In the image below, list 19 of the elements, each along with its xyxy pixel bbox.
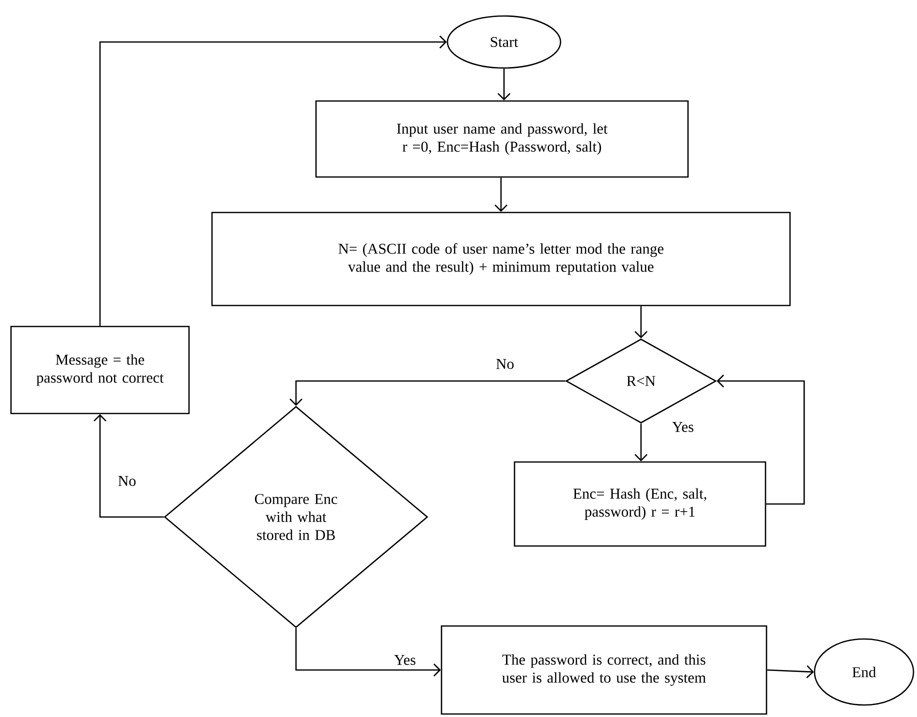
edge-label: No [116,475,138,487]
arrow [295,628,441,676]
arrow [94,414,164,518]
edge-label: Yes [393,654,417,666]
arrow [498,68,510,100]
arrow [494,178,508,212]
process-box: Input user name and password, let r =0, Enc=Hash (Password, salt) [315,100,689,178]
edge-label: No [494,358,516,370]
process-box: Message = the password not correct [10,326,190,414]
process-box: The password is correct, and this user is allowed to use the system [440,625,768,715]
arrow [634,306,648,338]
arrow [767,665,814,678]
arrow [99,36,447,326]
arrow [634,424,648,462]
process-box: N= (ASCII code of user name’s letter mod the range value and the result) + minimum reputation value [211,212,791,306]
arrow [290,380,566,406]
edge-label: Yes [671,421,695,433]
arrow [716,374,805,505]
process-box: Enc= Hash (Enc, salt, password) r = r+1 [514,461,766,547]
